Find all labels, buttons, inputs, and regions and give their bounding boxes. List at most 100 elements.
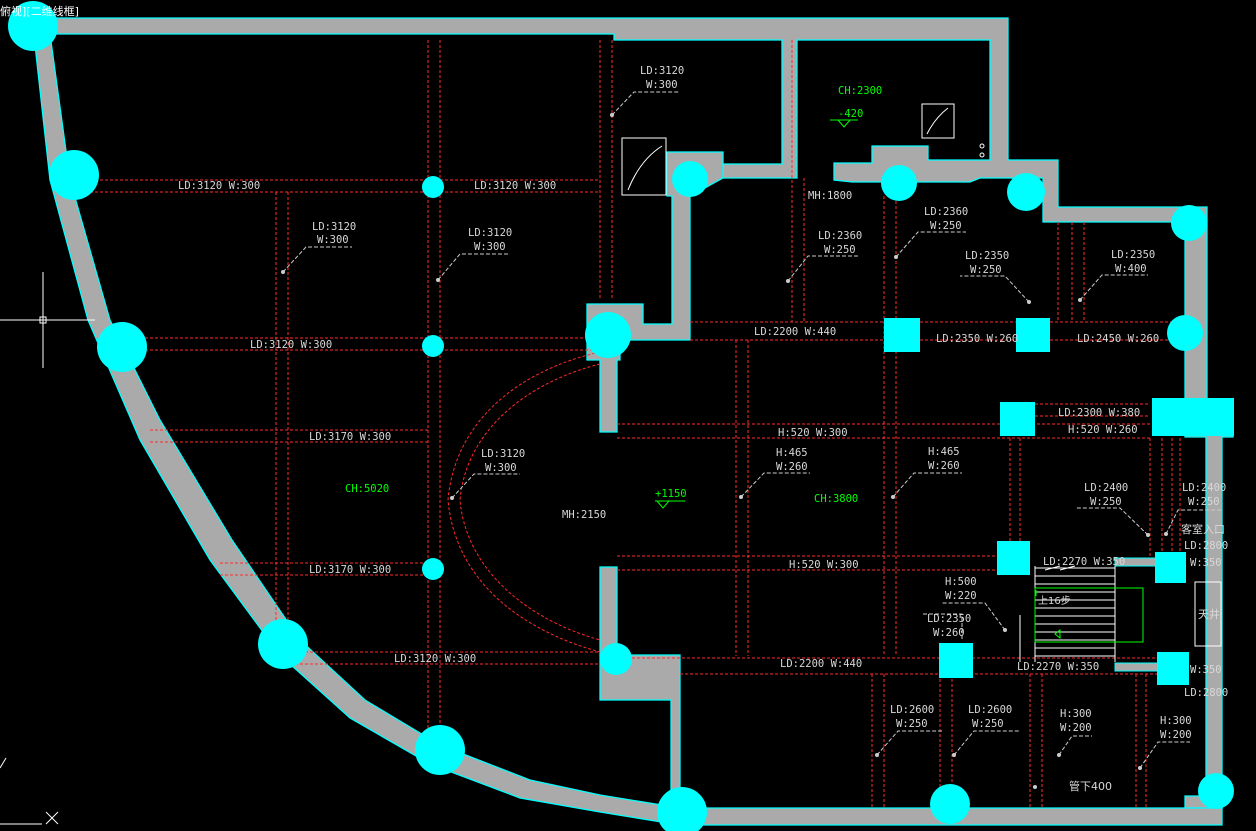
beam-label: LD:3120 W:300	[394, 653, 476, 665]
callout-line2: W:250	[896, 718, 928, 730]
callout-line1: H:300	[1160, 715, 1192, 727]
beam-label: H:520 W:300	[789, 559, 859, 571]
callout-line2: W:250	[1188, 496, 1220, 508]
column	[672, 161, 708, 197]
column	[1152, 398, 1234, 436]
beam-label: LD:2800	[1184, 687, 1228, 699]
column	[415, 725, 465, 775]
beam-label: H:520 W:260	[1068, 424, 1138, 436]
callout-leaders	[282, 91, 1222, 769]
callout-line1: H:300	[1060, 708, 1092, 720]
column	[881, 165, 917, 201]
callout-line2: W:220	[945, 590, 977, 602]
callout-line1: LD:2350	[927, 613, 971, 625]
callout-line1: LD:2360	[818, 230, 862, 242]
beam-label: LD:2270 W:350	[1017, 661, 1099, 673]
callout-markers	[281, 113, 1168, 789]
callout-line2: W:400	[1115, 263, 1147, 275]
callout-line1: LD:2350	[1111, 249, 1155, 261]
column	[1007, 173, 1045, 211]
callout-line1: LD:2360	[924, 206, 968, 218]
callout-line2: W:250	[1090, 496, 1122, 508]
beam-label: LD:2350 W:260	[936, 333, 1018, 345]
column	[97, 322, 147, 372]
callout-line1: LD:2400	[1182, 482, 1226, 494]
column	[422, 558, 444, 580]
column	[422, 335, 444, 357]
beam-label: LD:2300 W:380	[1058, 407, 1140, 419]
column	[1171, 205, 1207, 241]
column	[884, 318, 920, 352]
beam-label: LD:3120 W:300	[474, 180, 556, 192]
callout-line1: LD:3120	[312, 221, 356, 233]
callout-line1: LD:2600	[968, 704, 1012, 716]
beam-label: LD:3170 W:300	[309, 431, 391, 443]
column	[422, 176, 444, 198]
column	[49, 150, 99, 200]
column	[1155, 552, 1186, 583]
column	[8, 1, 58, 51]
callout-line2: W:260	[928, 460, 960, 472]
callout-line1: LD:2600	[890, 704, 934, 716]
callout-line1: LD:3120	[481, 448, 525, 460]
level-symbols	[655, 119, 858, 509]
pipe-note: 管下400	[1069, 779, 1112, 793]
wall-outline	[31, 17, 1234, 826]
callout-line2: W:300	[485, 462, 517, 474]
room-entrance-label: 客室入口	[1181, 522, 1225, 536]
lightwell-label: 天井	[1198, 607, 1220, 621]
callout-line2: W:300	[646, 79, 678, 91]
callout-line1: LD:2350	[965, 250, 1009, 262]
column	[1157, 652, 1189, 685]
stair-wall-bottom	[1114, 662, 1161, 672]
opening-height-label: MH:1800	[808, 190, 852, 202]
callout-line1: LD:2400	[1084, 482, 1128, 494]
column	[585, 312, 631, 358]
viewport-title[interactable]: 俯视][二维线框]	[0, 5, 79, 18]
beam-label: LD:3120 W:300	[250, 339, 332, 351]
column	[1198, 773, 1234, 809]
callout-line1: H:465	[776, 447, 808, 459]
beam-label: LD:3170 W:300	[309, 564, 391, 576]
elevation-label: +1150	[655, 488, 687, 500]
wall-north-curved-west	[31, 17, 1234, 826]
callout-line1: LD:3120	[640, 65, 684, 77]
beam-label: LD:2450 W:260	[1077, 333, 1159, 345]
beam-label: W:350	[1190, 557, 1222, 569]
beam-label: LD:3120 W:300	[178, 180, 260, 192]
column	[930, 784, 970, 824]
ceiling-height-label: CH:5020	[345, 483, 389, 495]
openings	[621, 103, 985, 196]
callout-line2: W:250	[970, 264, 1002, 276]
stair-label: 上16步	[1038, 595, 1071, 607]
column	[600, 643, 632, 675]
columns	[8, 1, 1234, 831]
callout-line2: W:260	[933, 627, 965, 639]
callout-line1: LD:3120	[468, 227, 512, 239]
column	[939, 643, 973, 678]
beam-linework	[60, 40, 1190, 808]
column	[1016, 318, 1050, 352]
callout-line1: H:500	[945, 576, 977, 588]
callout-line2: W:250	[930, 220, 962, 232]
ucs-icon	[0, 757, 59, 825]
crosshair-cursor	[0, 272, 95, 368]
beam-label: W:350	[1190, 664, 1222, 676]
beam-label: LD:2270 W:350	[1043, 556, 1125, 568]
callout-line2: W:200	[1060, 722, 1092, 734]
wall-core-south	[599, 566, 681, 809]
callout-line2: W:300	[474, 241, 506, 253]
column	[657, 787, 707, 831]
ceiling-height-label: CH:2300	[838, 85, 882, 97]
callout-line1: H:465	[928, 446, 960, 458]
beam-label: LD:2200 W:440	[780, 658, 862, 670]
stair	[1019, 565, 1222, 662]
shaft-outline	[1194, 581, 1222, 647]
callout-line2: W:260	[776, 461, 808, 473]
beam-label: LD:2200 W:440	[754, 326, 836, 338]
callout-line2: W:300	[317, 234, 349, 246]
callout-line2: W:200	[1160, 729, 1192, 741]
column	[1167, 315, 1203, 351]
column	[997, 541, 1030, 575]
